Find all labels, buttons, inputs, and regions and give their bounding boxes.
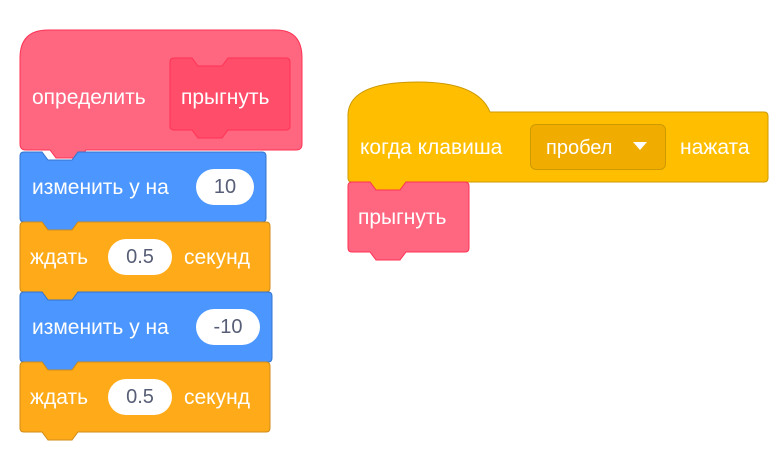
wait-suffix-2: секунд	[184, 386, 250, 409]
change-y-label-2: изменить у на	[32, 316, 169, 339]
call-block-shape	[347, 181, 470, 261]
change-y-label-1: изменить у на	[32, 176, 169, 199]
key-dropdown[interactable]: пробел	[530, 124, 666, 170]
change-y-value-input-1[interactable]: 10	[196, 169, 254, 205]
wait-duration-input-1[interactable]: 0.5	[108, 239, 172, 275]
wait-label-2: ждать	[30, 386, 89, 409]
wait-suffix-1: секунд	[184, 246, 250, 269]
define-label: определить	[32, 86, 146, 109]
dropdown-arrow-icon	[633, 142, 647, 150]
key-dropdown-value: пробел	[546, 137, 613, 159]
when-key-suffix: нажата	[680, 136, 750, 159]
call-jump-block-label[interactable]: прыгнуть	[358, 206, 447, 229]
define-prototype-shape	[169, 57, 291, 139]
define-custom-block-name[interactable]: прыгнуть	[181, 86, 270, 109]
wait-duration-input-2[interactable]: 0.5	[108, 379, 172, 415]
change-y-value-input-2[interactable]: -10	[196, 309, 260, 345]
wait-label-1: ждать	[30, 246, 89, 269]
when-key-label: когда клавиша	[360, 136, 503, 159]
